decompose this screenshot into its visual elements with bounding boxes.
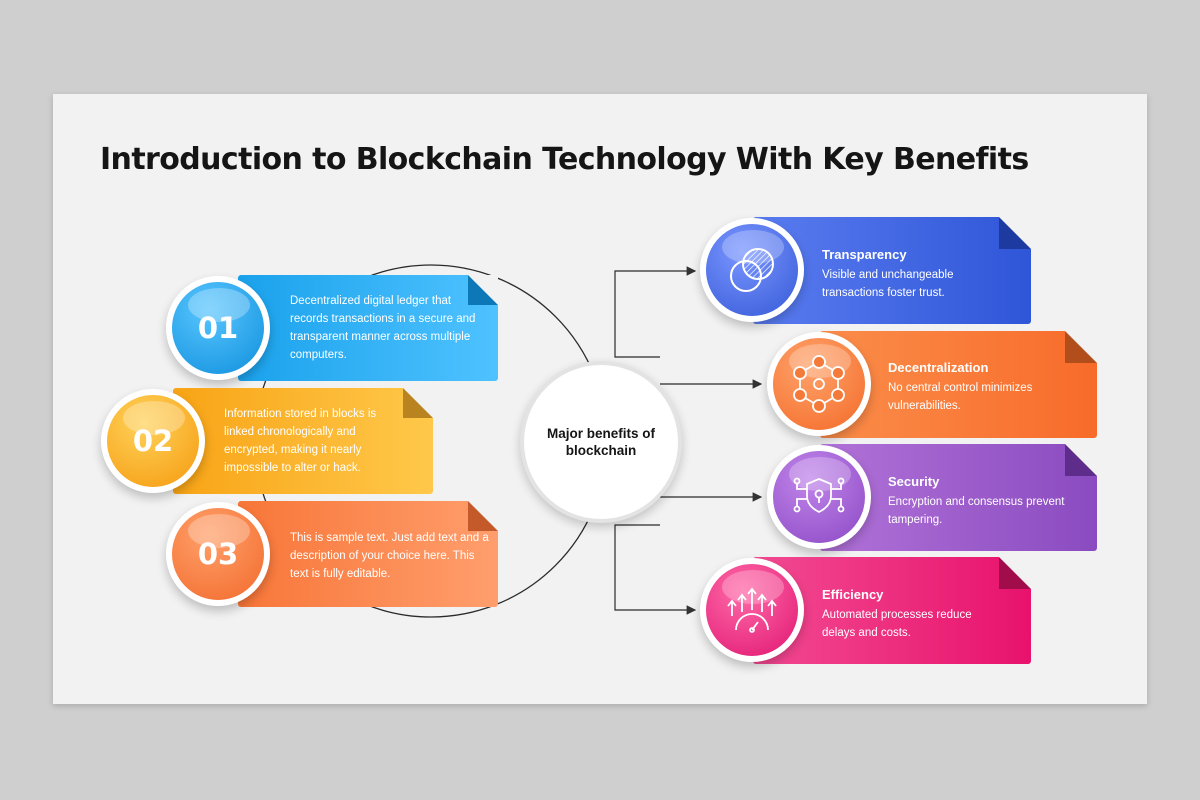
benefit-decentralization-badge xyxy=(767,332,871,436)
benefit-security-badge xyxy=(767,445,871,549)
step-03-text: This is sample text. Just add text and a… xyxy=(290,532,489,580)
step-01-number: 01 xyxy=(197,311,239,345)
benefit-decentralization-title: Decentralization xyxy=(888,360,989,375)
benefit-decentralization-text: No central control minimizes vulnerabili… xyxy=(888,382,1033,412)
step-03-ribbon xyxy=(238,501,498,607)
benefit-efficiency-title: Efficiency xyxy=(822,587,884,602)
step-02-text: Information stored in blocks is linked c… xyxy=(224,408,377,474)
benefit-security-title: Security xyxy=(888,474,940,489)
step-02-number: 02 xyxy=(132,424,174,458)
benefit-decentralization-fold xyxy=(1065,331,1097,363)
transparency-icon xyxy=(730,248,774,292)
step-03-badge: 03 xyxy=(166,502,270,606)
step-02-fold xyxy=(403,388,433,418)
shield-lock-icon xyxy=(793,477,845,514)
benefit-transparency-text: Visible and unchangeable transactions fo… xyxy=(822,269,954,299)
center-circle: Major benefits of blockchain xyxy=(520,361,682,523)
benefit-security-fold xyxy=(1065,444,1097,476)
step-03-number: 03 xyxy=(197,537,239,571)
slide-title: Introduction to Blockchain Technology Wi… xyxy=(100,142,1029,177)
step-01-badge: 01 xyxy=(166,276,270,380)
step-02-ribbon xyxy=(173,388,433,494)
benefit-transparency-badge xyxy=(700,218,804,322)
step-03-fold xyxy=(468,501,498,531)
benefit-security-text: Encryption and consensus prevent tamperi… xyxy=(888,496,1065,526)
step-01-text: Decentralized digital ledger that record… xyxy=(290,295,476,361)
speed-arrows-icon xyxy=(727,587,777,633)
benefit-efficiency-badge xyxy=(700,558,804,662)
step-01-ribbon xyxy=(238,275,498,381)
slide: Introduction to Blockchain Technology Wi… xyxy=(53,94,1147,704)
network-icon xyxy=(793,355,845,413)
connector-efficiency xyxy=(614,524,697,615)
benefit-transparency-title: Transparency xyxy=(822,247,907,262)
center-label: Major benefits of blockchain xyxy=(546,426,655,458)
step-02-badge: 02 xyxy=(101,389,205,493)
benefit-efficiency-text: Automated processes reduce delays and co… xyxy=(822,609,972,639)
benefit-transparency-fold xyxy=(999,217,1031,249)
benefit-efficiency-fold xyxy=(999,557,1031,589)
connector-transparency xyxy=(614,266,697,358)
step-01-fold xyxy=(468,275,498,305)
